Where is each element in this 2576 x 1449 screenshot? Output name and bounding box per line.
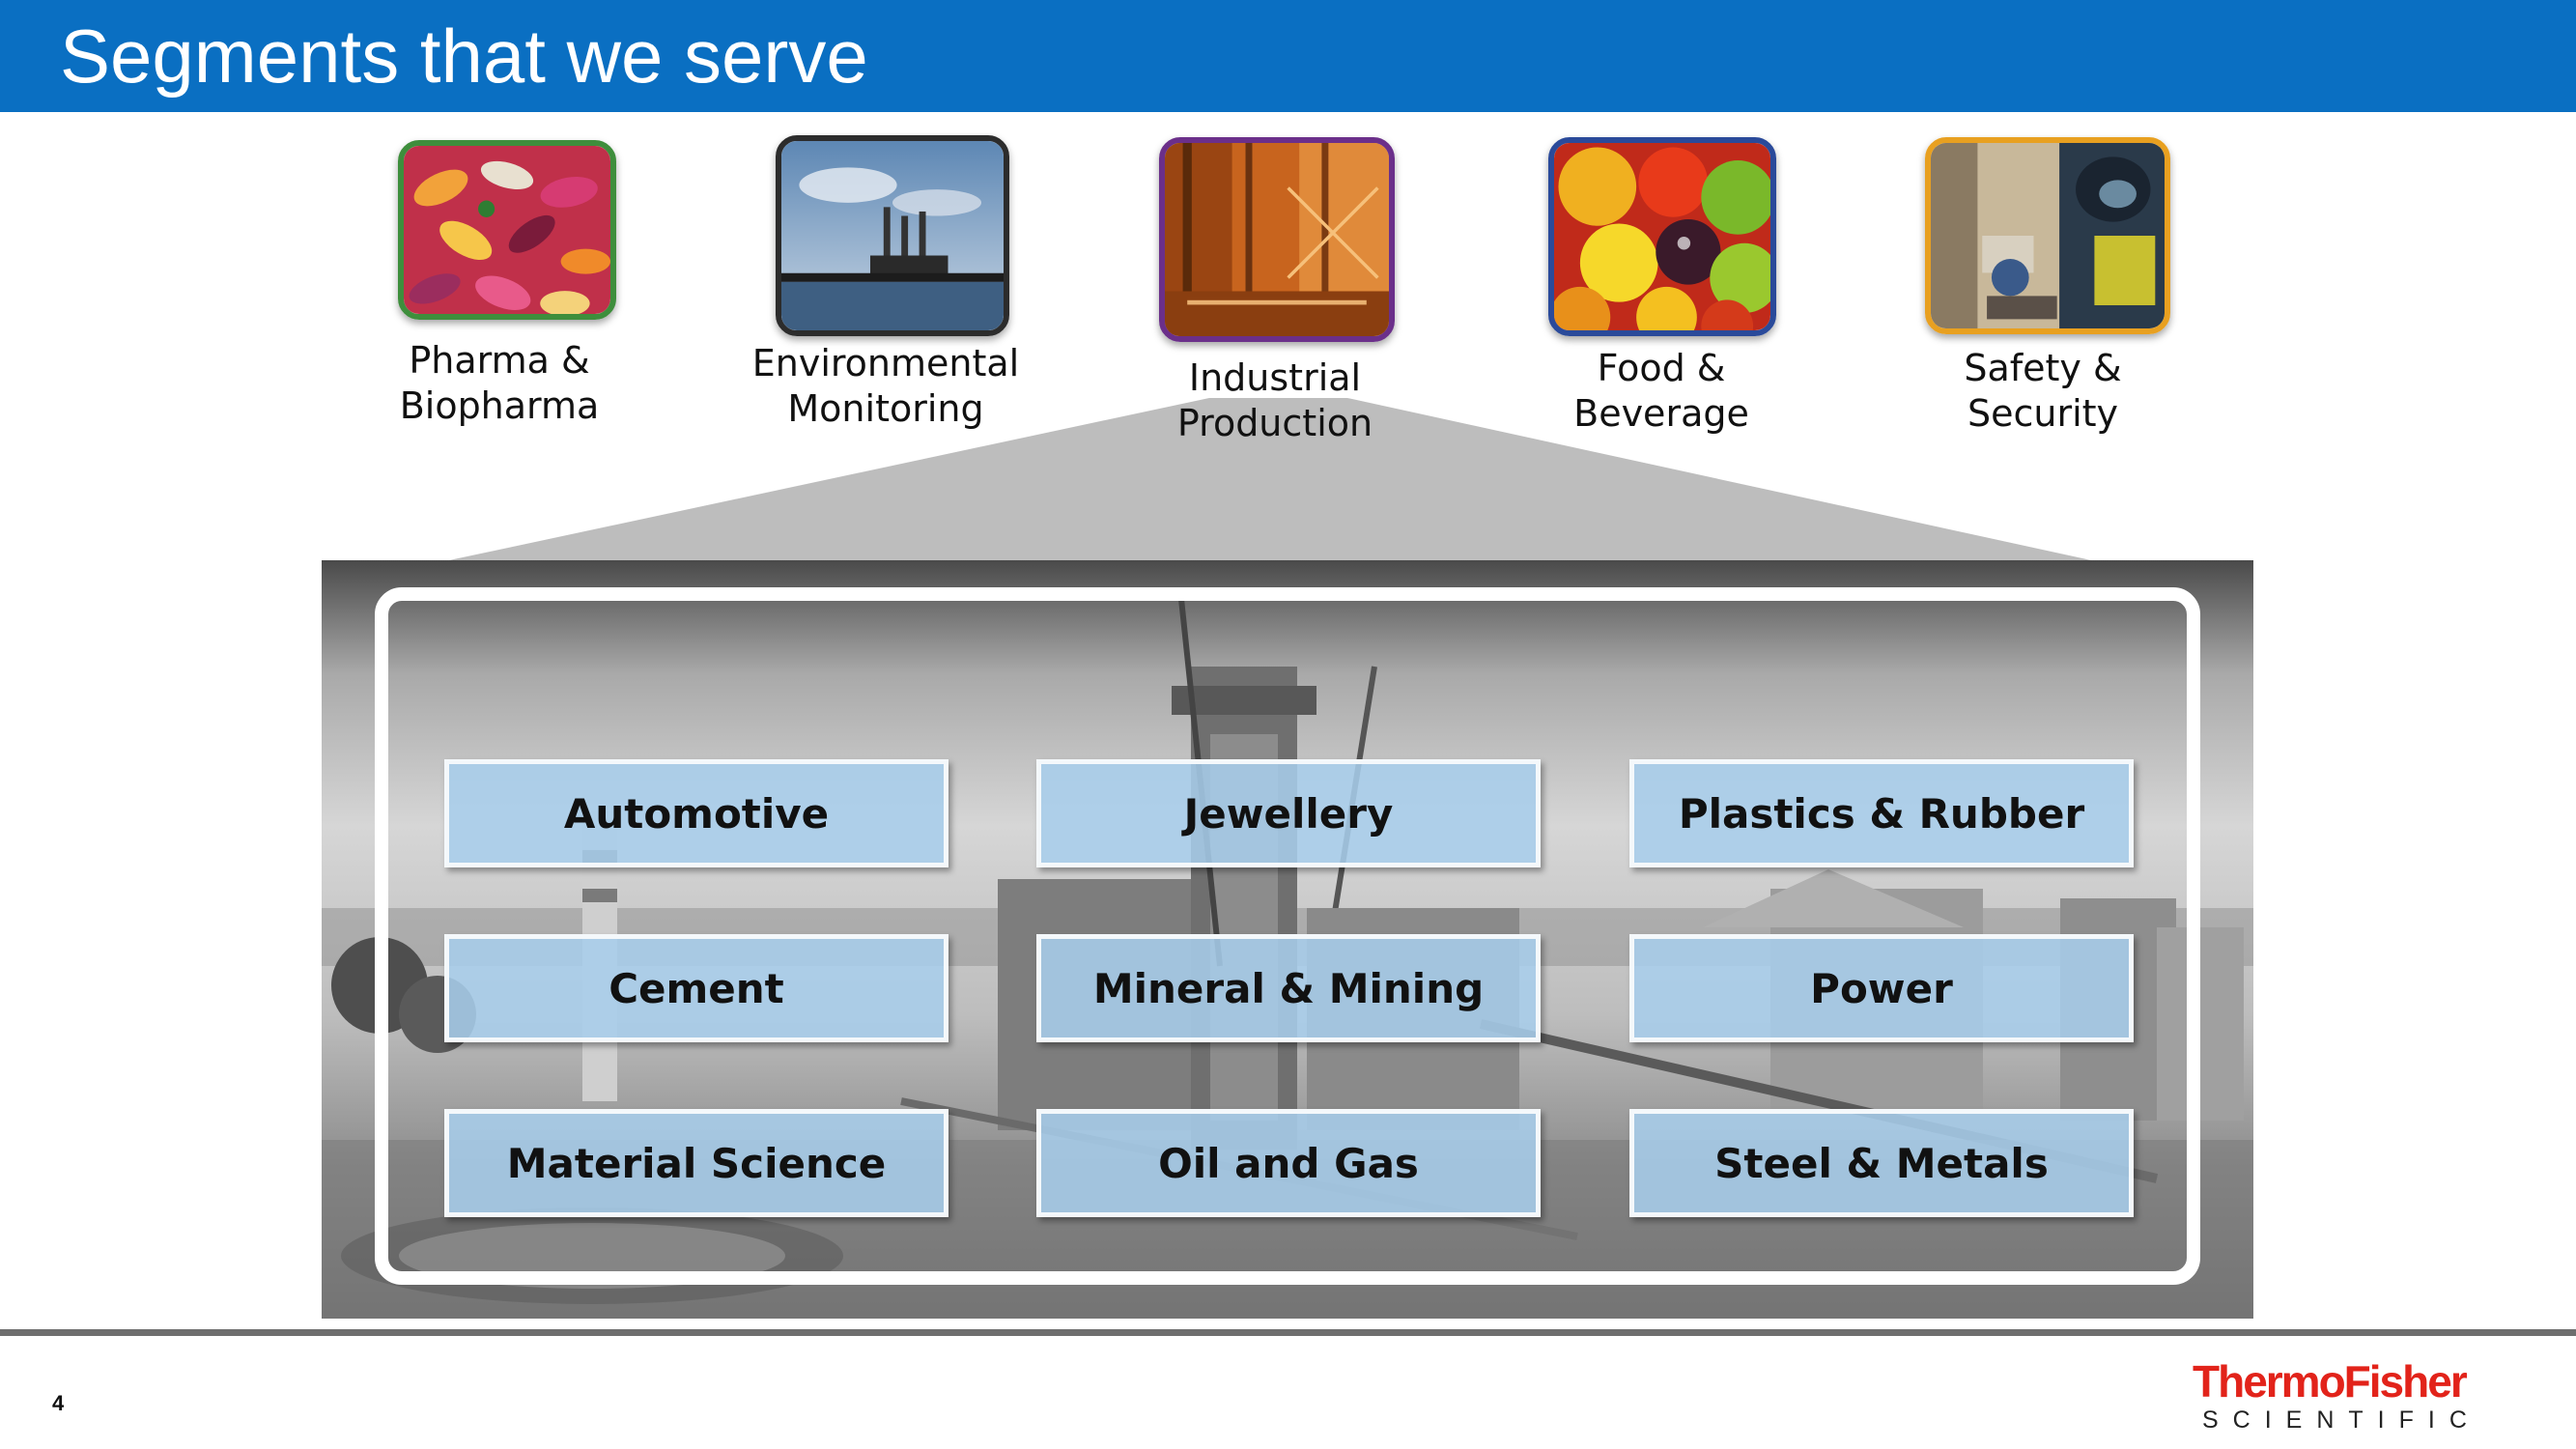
slide-title: Segments that we serve [60,14,868,99]
segment-label: Food & Beverage [1507,346,1816,437]
page-number: 4 [52,1391,65,1415]
industry-tile-cement[interactable]: Cement [444,934,948,1042]
industry-tile-oil-gas[interactable]: Oil and Gas [1036,1109,1541,1217]
segment-label-line2: Security [1967,392,2119,435]
segment-label-line1: Food & [1597,347,1726,389]
segment-label-line2: Monitoring [787,387,984,430]
segment-label: Environmental Monitoring [731,341,1040,432]
segment-label-line1: Environmental [751,342,1020,384]
industry-tile-material-science[interactable]: Material Science [444,1109,948,1217]
segment-label: Pharma & Biopharma [345,338,654,429]
industry-tile-automotive[interactable]: Automotive [444,759,948,867]
industry-tile-plastics-rubber[interactable]: Plastics & Rubber [1629,759,2134,867]
segment-label-line2: Production [1176,402,1373,444]
industry-tile-mineral-mining[interactable]: Mineral & Mining [1036,934,1541,1042]
industry-tile-power[interactable]: Power [1629,934,2134,1042]
footer-divider [0,1329,2576,1336]
funnel-connector [449,398,2091,560]
logo-wordmark: ThermoFisher [2193,1356,2468,1406]
segment-label-line1: Safety & [1964,347,2122,389]
title-bar: Segments that we serve [0,0,2576,112]
segment-label-line2: Beverage [1573,392,1749,435]
pills-photo-icon [398,140,616,320]
industries-frame [375,587,2200,1285]
segment-label-line1: Pharma & [409,339,590,382]
segment-label-line2: Biopharma [399,384,600,427]
logo-tagline: SCIENTIFIC [2202,1406,2481,1434]
thermo-fisher-logo: ThermoFisher SCIENTIFIC [2193,1356,2481,1435]
segment-label: Safety & Security [1888,346,2197,437]
factory-photo-icon [1159,137,1395,342]
safety-gear-photo-icon [1925,137,2170,334]
segment-label-line1: Industrial [1188,356,1362,399]
segment-label: Industrial Production [1120,355,1430,446]
smokestack-photo-icon [776,135,1009,336]
industry-tile-jewellery[interactable]: Jewellery [1036,759,1541,867]
fruit-photo-icon [1548,137,1776,336]
industry-tile-steel-metals[interactable]: Steel & Metals [1629,1109,2134,1217]
